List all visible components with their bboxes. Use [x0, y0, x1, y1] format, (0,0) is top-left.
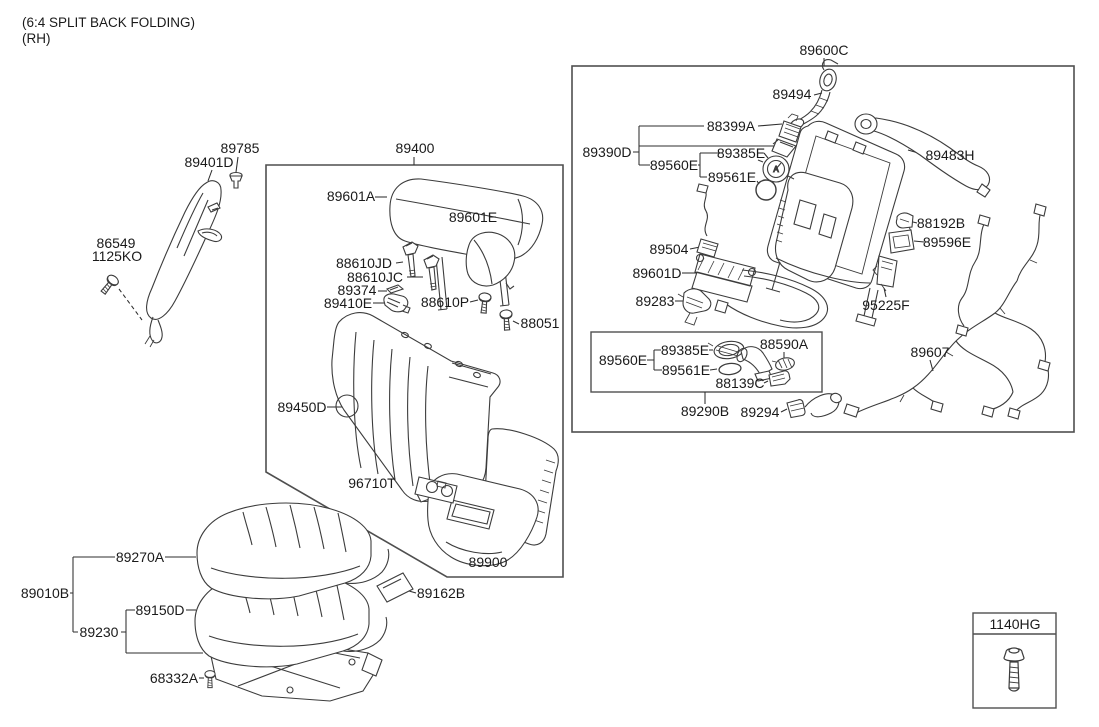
- screw-88051-icon: [499, 309, 514, 331]
- headrest-guide-icon: [402, 241, 419, 278]
- part-label-89607: 89607: [911, 344, 950, 360]
- part-label-89401D: 89401D: [184, 154, 233, 170]
- armrest-pad-drawing: [427, 473, 539, 567]
- part-label-89601E: 89601E: [449, 209, 497, 225]
- part-label-89560E-upper: 89560E: [650, 157, 698, 173]
- wiring-harness-drawing: [843, 203, 1051, 420]
- diagram-title-line2: (RH): [22, 31, 51, 46]
- seat-frame-assembly-box: [571, 65, 1075, 433]
- part-label-89785: 89785: [221, 140, 260, 156]
- part-label-89494: 89494: [773, 86, 812, 102]
- part-label-89561E-lower: 89561E: [662, 362, 710, 378]
- fastener-kit-box: [972, 612, 1057, 709]
- clip-89785-icon: [229, 171, 243, 189]
- part-label-88051: 88051: [521, 315, 560, 331]
- seat-cushion-drawings: [194, 502, 390, 702]
- headrest-guide-icon: [423, 254, 440, 291]
- vent-kit-box: [590, 331, 823, 393]
- part-label-89390D: 89390D: [582, 144, 631, 160]
- assembly-boxes: [265, 65, 1075, 709]
- labels: (6:4 SPLIT BACK FOLDING) (RH) 89785 8940…: [21, 15, 1041, 686]
- group-label-89400: 89400: [396, 140, 435, 156]
- part-label-89900: 89900: [469, 554, 508, 570]
- part-label-89601A: 89601A: [327, 188, 376, 204]
- seat-back-cushion-drawing: [331, 312, 501, 503]
- headrest-side-drawing: [465, 231, 516, 287]
- part-label-89504: 89504: [650, 241, 689, 257]
- part-label-89374: 89374: [338, 282, 377, 298]
- part-label-88139C: 88139C: [715, 375, 764, 391]
- seat-back-drawings: [331, 178, 559, 603]
- part-label-88590A: 88590A: [760, 336, 809, 352]
- part-label-89385E-lower: 89385E: [661, 342, 709, 358]
- part-label-88399A: 88399A: [707, 118, 756, 134]
- group-label-89290B: 89290B: [681, 403, 729, 419]
- part-label-89450D: 89450D: [277, 399, 326, 415]
- part-label-88192B: 88192B: [917, 215, 965, 231]
- screw-68332A-icon: [204, 670, 216, 689]
- part-label-89561E-upper: 89561E: [708, 169, 756, 185]
- seat-frame-drawings: A: [677, 59, 1051, 420]
- part-label-89385E-upper: 89385E: [717, 145, 765, 161]
- part-label-89294: 89294: [741, 404, 780, 420]
- seat-cushion-cover-drawing: [196, 502, 390, 600]
- part-label-89270A: 89270A: [116, 549, 165, 565]
- part-label-88610JD: 88610JD: [336, 255, 392, 271]
- part-label-89483H: 89483H: [925, 147, 974, 163]
- part-label-96710T: 96710T: [348, 475, 396, 491]
- screw-88610P-icon: [477, 291, 492, 315]
- part-label-89596E: 89596E: [923, 234, 971, 250]
- part-label-89283: 89283: [636, 293, 675, 309]
- part-label-88610JC: 88610JC: [347, 269, 403, 285]
- group-label-89600C: 89600C: [799, 42, 848, 58]
- part-label-86549: 86549: [97, 235, 136, 251]
- diagram-title-line1: (6:4 SPLIT BACK FOLDING): [22, 15, 195, 30]
- part-label-89150D: 89150D: [135, 602, 184, 618]
- leader-lines: [70, 58, 934, 679]
- part-label-88610P: 88610P: [421, 294, 469, 310]
- part-label-89162B: 89162B: [417, 585, 465, 601]
- part-label-89230: 89230: [80, 624, 119, 640]
- screw-86549-icon: [97, 272, 121, 297]
- disc-marking-label: A: [773, 165, 779, 174]
- part-label-1125KO: 1125KO: [92, 248, 142, 264]
- part-label-89010B: 89010B: [21, 585, 69, 601]
- part-label-89410E: 89410E: [324, 295, 372, 311]
- seat-back-assembly-box: [265, 164, 564, 578]
- part-label-89560E-lower: 89560E: [599, 352, 647, 368]
- group-label-1140HG: 1140HG: [989, 616, 1040, 632]
- part-label-68332A: 68332A: [150, 670, 199, 686]
- bolt-1140HG-icon: [1003, 647, 1025, 692]
- part-label-95225F: 95225F: [862, 297, 909, 313]
- part-label-89601D: 89601D: [632, 265, 681, 281]
- vent-kit-drawings: [707, 340, 795, 387]
- buckle-cable-drawing: [786, 392, 842, 419]
- side-bolster-drawing: [97, 171, 243, 348]
